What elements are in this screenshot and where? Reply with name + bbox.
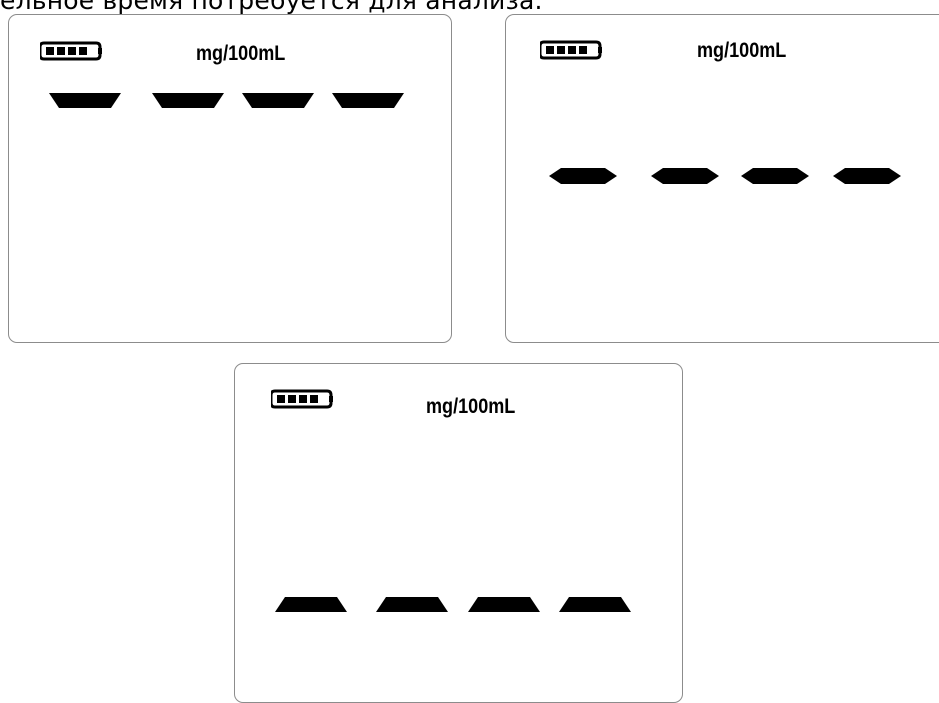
- dash-segment: [152, 93, 224, 108]
- dash-segment: [376, 597, 448, 612]
- dash-segment: [833, 168, 901, 184]
- dash-segment: [275, 597, 347, 612]
- dash-segment: [242, 93, 314, 108]
- dash-segment: [651, 168, 719, 184]
- display-panel-middle-dashes: mg/100mL: [505, 14, 939, 343]
- dash-segment: [741, 168, 809, 184]
- page-caption: ельное время потребуется для анализа.: [0, 0, 543, 15]
- dash-segment: [49, 93, 121, 108]
- display-panel-bottom-dashes: mg/100mL: [234, 363, 683, 703]
- battery-full-icon: [271, 389, 333, 409]
- display-panel-top-dashes: mg/100mL: [8, 14, 452, 343]
- unit-label: mg/100mL: [196, 42, 286, 65]
- battery-full-icon: [40, 41, 102, 61]
- dash-segment: [468, 597, 540, 612]
- dash-segment: [549, 168, 617, 184]
- dash-segment: [332, 93, 404, 108]
- unit-label: mg/100mL: [697, 39, 787, 62]
- battery-full-icon: [540, 40, 602, 60]
- unit-label: mg/100mL: [426, 395, 516, 418]
- dash-segment: [559, 597, 631, 612]
